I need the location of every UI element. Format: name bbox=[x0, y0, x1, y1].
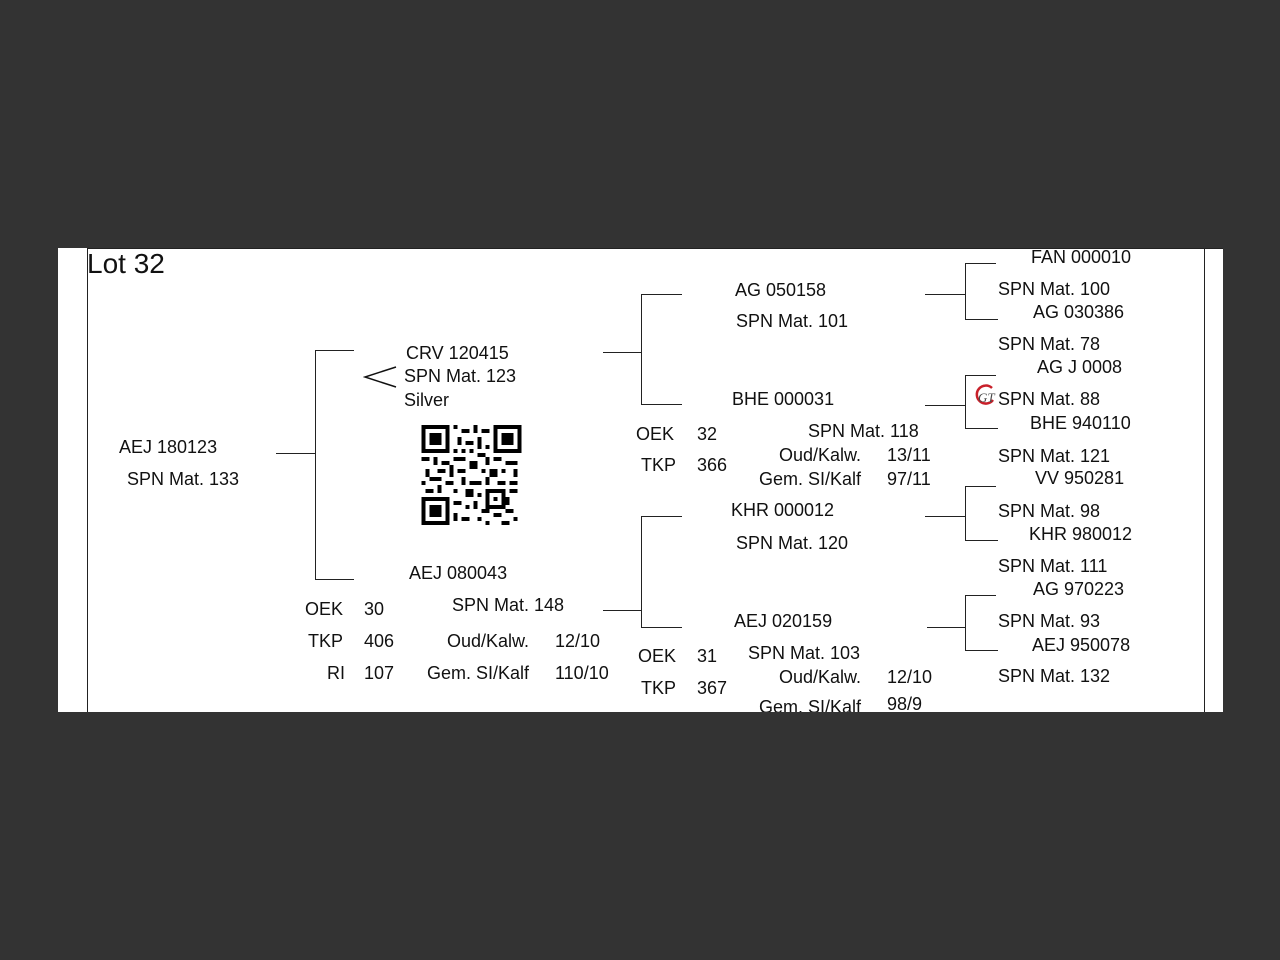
dam-dam-gem-value: 98/9 bbox=[887, 694, 923, 712]
dam-oud-label: Oud/Kalw. bbox=[447, 631, 530, 651]
connector-line bbox=[315, 350, 316, 580]
ggp-sire-dam-sire-id: AG J 0008 bbox=[1037, 357, 1123, 377]
connector-line bbox=[965, 375, 966, 429]
dam-dam-tkp-value: 367 bbox=[697, 678, 728, 698]
connector-line bbox=[965, 540, 998, 541]
ggp-sire-dam-sire-mat: SPN Mat. 88 bbox=[998, 389, 1101, 409]
connector-line bbox=[925, 516, 965, 517]
connector-line bbox=[965, 319, 998, 320]
sire-dam-mat: SPN Mat. 118 bbox=[808, 421, 919, 441]
connector-line bbox=[965, 428, 998, 429]
ggp-dam-sire-sire-mat: SPN Mat. 98 bbox=[998, 501, 1101, 521]
connector-line bbox=[641, 516, 682, 517]
border-top bbox=[87, 248, 1223, 249]
connector-line bbox=[965, 486, 966, 541]
lot-title: Lot 32 bbox=[87, 248, 165, 279]
ggp-sire-sire-dam-id: AG 030386 bbox=[1033, 302, 1125, 322]
connector-line bbox=[641, 516, 642, 628]
dam-dam-oud-label: Oud/Kalw. bbox=[779, 667, 862, 687]
dam-gem-label: Gem. SI/Kalf bbox=[427, 663, 530, 683]
connector-line bbox=[925, 405, 965, 406]
pedigree-sheet: Lot 32 AEJ 180123 SPN Mat. 133 CRV 12041… bbox=[58, 248, 1223, 712]
sire-dam-oud-value: 13/11 bbox=[887, 445, 931, 465]
ggp-sire-sire-sire-mat: SPN Mat. 100 bbox=[998, 279, 1111, 299]
ggp-dam-dam-sire-id: AG 970223 bbox=[1033, 579, 1125, 599]
ggp-dam-sire-sire-id: VV 950281 bbox=[1035, 468, 1125, 488]
connector-line bbox=[641, 404, 682, 405]
sire-dam-oek-value: 32 bbox=[697, 424, 718, 444]
connector-line bbox=[965, 595, 996, 596]
sire-dam-gem-label: Gem. SI/Kalf bbox=[759, 469, 862, 489]
connector-line bbox=[276, 453, 315, 454]
dam-dam-tkp-label: TKP bbox=[641, 678, 677, 698]
connector-line bbox=[965, 263, 996, 264]
dam-dam-oud-value: 12/10 bbox=[887, 667, 933, 687]
connector-line bbox=[315, 350, 354, 351]
ggp-dam-dam-sire-mat: SPN Mat. 93 bbox=[998, 611, 1101, 631]
dam-dam-id: AEJ 020159 bbox=[734, 611, 833, 631]
connector-line bbox=[641, 294, 642, 405]
connector-line bbox=[603, 610, 641, 611]
sire-dam-oek-label: OEK bbox=[636, 424, 675, 444]
sire-mat: SPN Mat. 123 bbox=[404, 366, 517, 386]
ggp-sire-dam-dam-mat: SPN Mat. 121 bbox=[998, 446, 1111, 466]
connector-line bbox=[965, 486, 996, 487]
ggp-sire-sire-sire-id: FAN 000010 bbox=[1031, 248, 1132, 267]
connector-line bbox=[315, 579, 354, 580]
sire-sire-id: AG 050158 bbox=[735, 280, 827, 300]
sire-grade: Silver bbox=[404, 390, 450, 410]
animal-mat: SPN Mat. 133 bbox=[127, 469, 240, 489]
chevron-left-icon bbox=[363, 366, 397, 388]
border-left bbox=[87, 248, 88, 712]
ggp-sire-sire-dam-mat: SPN Mat. 78 bbox=[998, 334, 1101, 354]
sire-dam-gem-value: 97/11 bbox=[887, 469, 931, 489]
dam-tkp-value: 406 bbox=[364, 631, 395, 651]
dam-oek-label: OEK bbox=[305, 599, 344, 619]
dam-dam-oek-value: 31 bbox=[697, 646, 718, 666]
connector-line bbox=[965, 650, 998, 651]
dam-dam-mat: SPN Mat. 103 bbox=[748, 643, 861, 663]
ggp-dam-dam-dam-id: AEJ 950078 bbox=[1032, 635, 1131, 655]
svg-text:GT: GT bbox=[978, 390, 995, 405]
dam-sire-id: KHR 000012 bbox=[731, 500, 835, 520]
connector-line bbox=[925, 294, 965, 295]
dam-ri-value: 107 bbox=[364, 663, 395, 683]
ggp-sire-dam-dam-id: BHE 940110 bbox=[1030, 413, 1131, 433]
dam-ri-label: RI bbox=[327, 663, 345, 683]
border-right bbox=[1204, 248, 1205, 712]
connector-line bbox=[603, 352, 641, 353]
dam-dam-gem-label: Gem. SI/Kalf bbox=[759, 697, 862, 712]
dam-id: AEJ 080043 bbox=[409, 563, 508, 583]
dam-oek-value: 30 bbox=[364, 599, 385, 619]
gt-logo-icon: GT bbox=[975, 384, 995, 405]
dam-dam-oek-label: OEK bbox=[638, 646, 677, 666]
sire-sire-mat: SPN Mat. 101 bbox=[736, 311, 849, 331]
connector-line bbox=[641, 294, 682, 295]
dam-sire-mat: SPN Mat. 120 bbox=[736, 533, 849, 553]
dam-tkp-label: TKP bbox=[308, 631, 344, 651]
qr-code-icon bbox=[421, 425, 522, 525]
dam-oud-value: 12/10 bbox=[555, 631, 601, 651]
sire-dam-id: BHE 000031 bbox=[732, 389, 835, 409]
ggp-dam-sire-dam-mat: SPN Mat. 111 bbox=[998, 556, 1108, 576]
sire-id: CRV 120415 bbox=[406, 343, 509, 363]
ggp-dam-sire-dam-id: KHR 980012 bbox=[1029, 524, 1133, 544]
dam-gem-value: 110/10 bbox=[555, 663, 609, 683]
dam-mat: SPN Mat. 148 bbox=[452, 595, 565, 615]
sire-dam-oud-label: Oud/Kalw. bbox=[779, 445, 862, 465]
sire-dam-tkp-label: TKP bbox=[641, 455, 677, 475]
connector-line bbox=[927, 627, 965, 628]
connector-line bbox=[641, 627, 682, 628]
connector-line bbox=[965, 263, 966, 320]
connector-line bbox=[965, 375, 996, 376]
ggp-dam-dam-dam-mat: SPN Mat. 132 bbox=[998, 666, 1111, 686]
animal-id: AEJ 180123 bbox=[119, 437, 218, 457]
sire-dam-tkp-value: 366 bbox=[697, 455, 728, 475]
connector-line bbox=[965, 595, 966, 651]
